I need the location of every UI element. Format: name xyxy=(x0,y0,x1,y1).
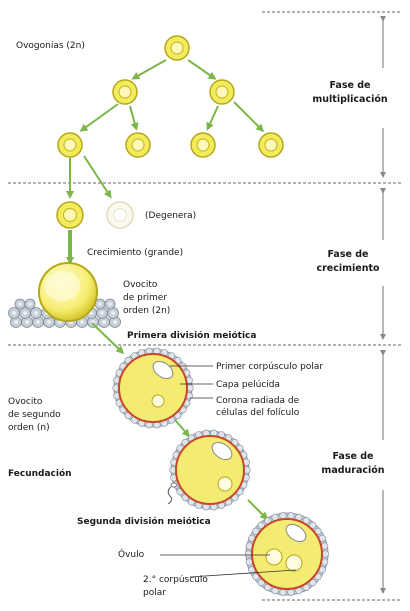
follicle-cell-nucleus xyxy=(98,302,102,306)
phase-maturation-line2: maduración xyxy=(321,465,384,476)
label-primary-oocyte-1: Ovocito xyxy=(123,280,158,290)
phase-multiplication-line1: Fase de xyxy=(330,80,371,91)
label-primary-oocyte-3: orden (2n) xyxy=(123,306,170,316)
phase-growth-line2: crecimiento xyxy=(316,263,380,274)
corona-cell xyxy=(257,578,265,587)
follicle-cell-nucleus xyxy=(113,320,117,324)
corona-cell xyxy=(287,512,295,520)
growing-cell xyxy=(56,201,84,229)
corona-cell xyxy=(257,521,265,530)
label-oogonia: Ovogonias (2n) xyxy=(16,41,85,51)
follicle-cell-nucleus xyxy=(18,302,22,306)
corona-cell xyxy=(287,588,295,596)
follicle-cell-nucleus xyxy=(36,320,40,324)
oogonium-cell xyxy=(190,132,216,158)
corona-cell xyxy=(309,521,317,530)
corona-cell xyxy=(309,578,317,587)
phase-maturation-line1: Fase de xyxy=(333,451,374,462)
follicle-cell-nucleus xyxy=(108,302,112,306)
label-zona-pellucida: Capa pelúcida xyxy=(216,380,280,390)
follicle-cell-nucleus xyxy=(47,320,51,324)
follicle-cell-nucleus xyxy=(102,320,106,324)
corona-cell xyxy=(279,588,287,596)
label-first-division: Primera división meiótica xyxy=(127,330,256,341)
sperm-icon xyxy=(167,482,178,505)
phase-multiplication-line2: multiplicación xyxy=(312,94,387,105)
ovum-cell xyxy=(244,512,330,596)
label-primary-oocyte-2: de primer xyxy=(123,293,167,303)
label-secondary-oocyte-3: orden (n) xyxy=(8,423,50,433)
label-ovum: Óvulo xyxy=(118,548,145,560)
degenerating-cell xyxy=(106,201,134,229)
label-growth: Crecimiento (grande) xyxy=(87,248,183,258)
follicle-cell-nucleus xyxy=(100,311,104,315)
follicle-cell-nucleus xyxy=(14,320,18,324)
follicle-cell-nucleus xyxy=(80,320,84,324)
label-secondary-oocyte-2: de segundo xyxy=(8,410,61,420)
oogonium-cell xyxy=(209,79,235,105)
fertilized-oocyte xyxy=(169,429,251,511)
oogonium-cell xyxy=(125,132,151,158)
follicle-cell-nucleus xyxy=(12,311,16,315)
callout-lines xyxy=(160,365,297,578)
follicle-cell-nucleus xyxy=(34,311,38,315)
oogonium-cell xyxy=(258,132,284,158)
phase-growth-line1: Fase de xyxy=(328,249,369,260)
label-second-division: Segunda división meiótica xyxy=(77,516,211,527)
follicle-cell-nucleus xyxy=(28,302,32,306)
secondary-oocyte xyxy=(112,347,194,429)
primary-oocyte xyxy=(38,262,98,322)
oogonium-cell xyxy=(112,79,138,105)
label-second-polar-1: 2.° corpúsculo xyxy=(143,575,208,585)
corona-cell xyxy=(244,550,253,558)
label-corona-2: células del folículo xyxy=(216,407,300,418)
corona-cell xyxy=(279,512,287,520)
label-fertilization: Fecundación xyxy=(8,468,72,479)
label-degenerates: (Degenera) xyxy=(145,211,196,221)
oogonium-cell xyxy=(164,35,190,61)
multiplication-arrows xyxy=(66,59,265,265)
label-second-polar-2: polar xyxy=(143,588,166,598)
oogonium-cell xyxy=(57,132,83,158)
corona-cell xyxy=(321,550,330,558)
follicle-cell-nucleus xyxy=(111,311,115,315)
label-corona-1: Corona radiada de xyxy=(216,396,300,406)
follicle-cell-nucleus xyxy=(23,311,27,315)
label-secondary-oocyte-1: Ovocito xyxy=(8,397,43,407)
follicle-cell-nucleus xyxy=(25,320,29,324)
label-first-polar-body: Primer corpúsculo polar xyxy=(216,362,323,372)
